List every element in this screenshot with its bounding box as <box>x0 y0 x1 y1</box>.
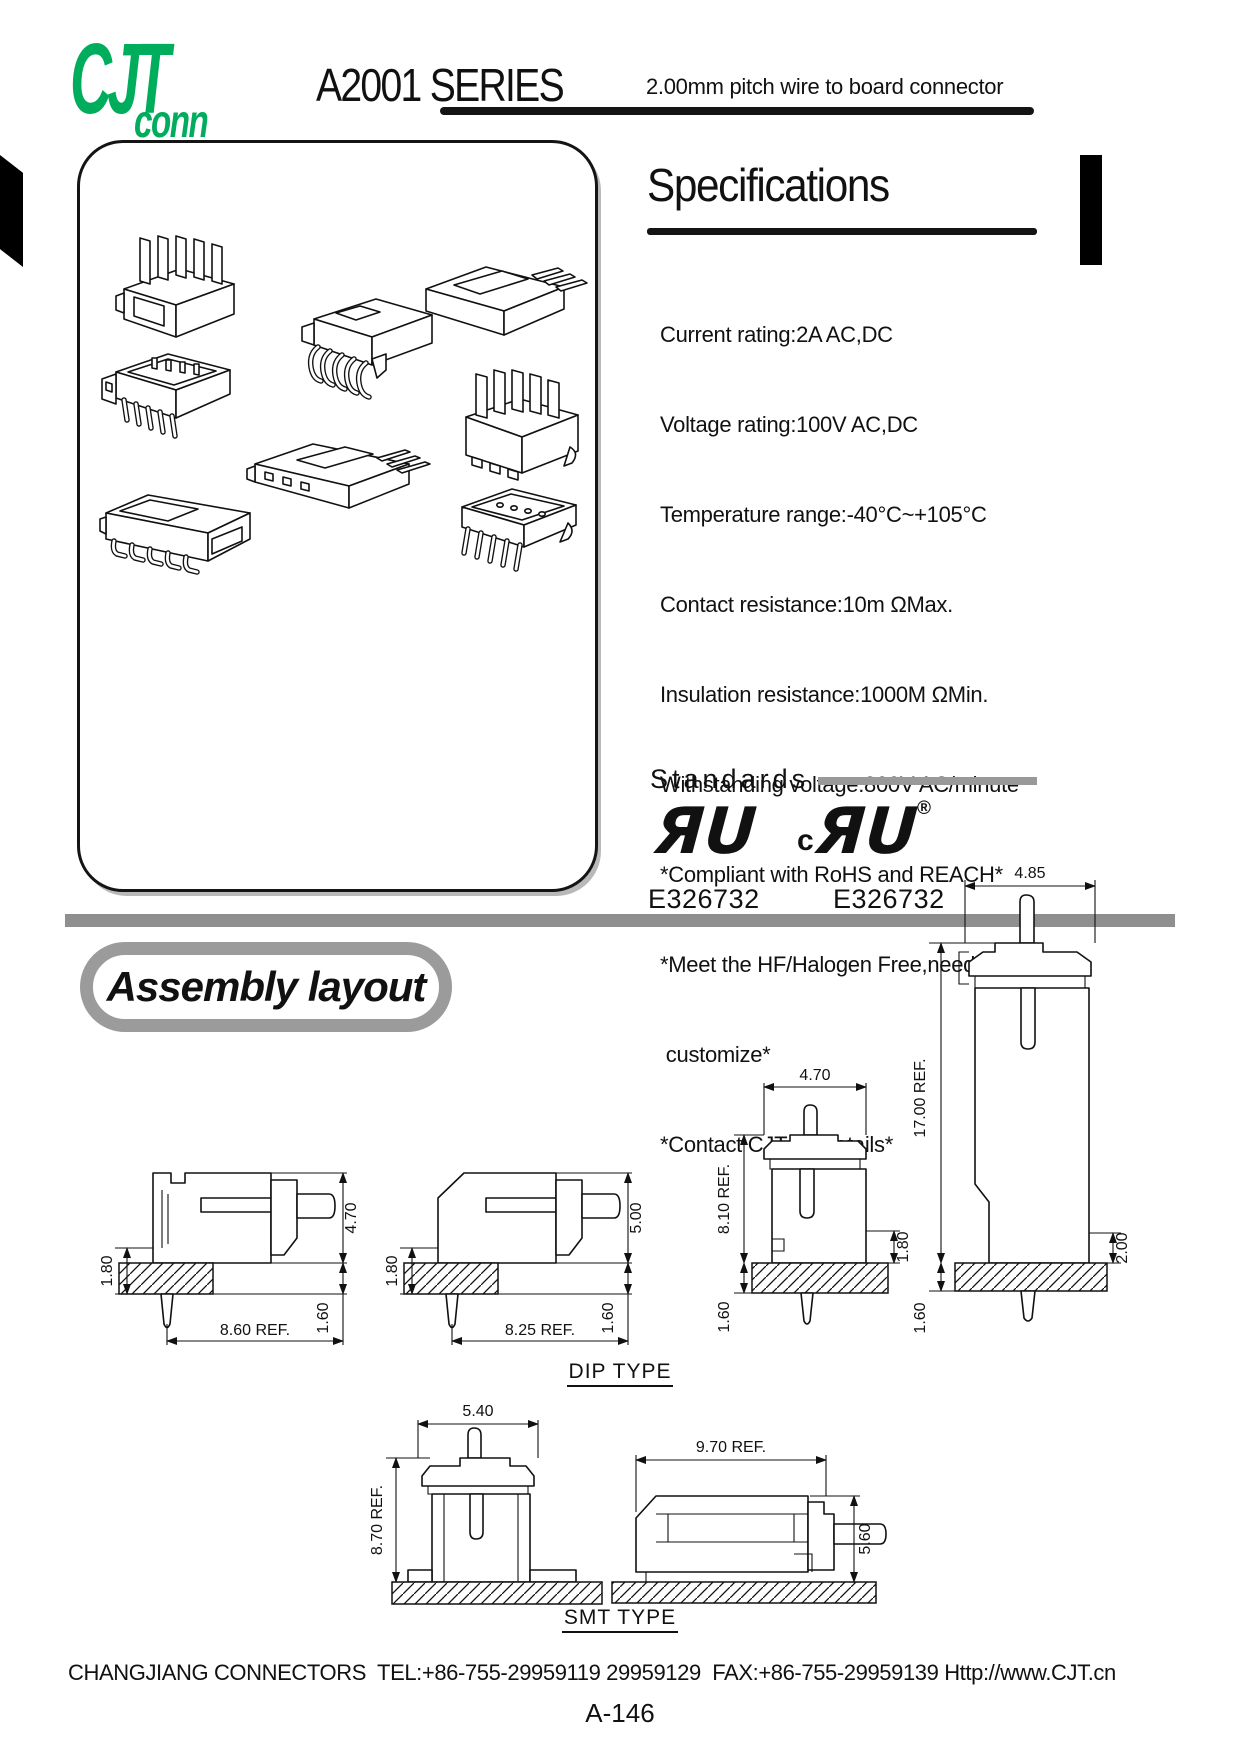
spec-line: Insulation resistance:1000M ΩMin. <box>660 682 989 707</box>
cul-recognized-mark-icon: c ЯU ® <box>797 795 931 869</box>
header-rule <box>440 107 1034 115</box>
dim-label: 1.80 <box>895 1231 912 1262</box>
dim-label: 5.00 <box>628 1202 645 1233</box>
spec-line: Current rating:2A AC,DC <box>660 322 893 347</box>
smt-type-text: SMT TYPE <box>561 1606 679 1633</box>
drawing-dip-1: 1.80 4.70 1.60 8.60 REF. <box>99 1172 360 1345</box>
dim-label: 8.10 REF. <box>716 1164 733 1234</box>
dim-label: 1.60 <box>912 1302 929 1333</box>
dim-label: 17.00 REF. <box>912 1058 929 1137</box>
dip-type-text: DIP TYPE <box>566 1360 674 1387</box>
spec-line: customize* <box>660 1042 771 1067</box>
drawing-smt-2: 9.70 REF. 5.60 <box>611 1439 887 1604</box>
assembly-layout-title: Assembly layout <box>106 963 427 1010</box>
standards-title: Standards <box>650 764 810 794</box>
product-image-box <box>77 140 598 892</box>
dim-label: 5.60 <box>857 1523 874 1554</box>
standards-rule <box>818 777 1037 785</box>
dim-label: 5.40 <box>462 1403 493 1420</box>
dim-label: 9.70 REF. <box>696 1439 766 1456</box>
spec-line: *Compliant with RoHS and REACH* <box>660 862 1003 887</box>
spec-line: Voltage rating:100V AC,DC <box>660 412 918 437</box>
ul-c-prefix: c <box>797 824 814 857</box>
connector-art-7 <box>99 494 251 575</box>
connector-art-8 <box>461 488 577 572</box>
drawing-smt-1: 5.40 8.70 REF. <box>370 1403 603 1605</box>
smt-type-label: SMT TYPE <box>540 1606 700 1633</box>
connector-art-2 <box>301 298 433 400</box>
page-subtitle: 2.00mm pitch wire to board connector <box>646 74 1004 99</box>
connector-art-4 <box>101 353 231 439</box>
drawing-dip-2: 1.80 5.00 1.60 8.25 REF. <box>384 1172 645 1345</box>
assembly-layout-banner: Assembly layout <box>80 942 452 1032</box>
right-edge-tab <box>1080 155 1102 265</box>
specifications-rule <box>647 228 1037 235</box>
connector-illustrations <box>99 235 588 575</box>
dim-label: 2.00 <box>1114 1232 1131 1263</box>
page-title: A2001 SERIES <box>316 59 565 111</box>
connector-art-5 <box>465 369 579 481</box>
connector-art-1 <box>115 235 235 338</box>
dim-label: 1.80 <box>99 1255 116 1286</box>
ul-cert-number-right: E326732 <box>833 884 945 914</box>
dim-label: 8.70 REF. <box>370 1485 386 1555</box>
dim-label: 4.70 <box>343 1202 360 1233</box>
spec-line: Temperature range:-40°C~+105°C <box>660 502 987 527</box>
ul-cert-number-left: E326732 <box>648 884 760 914</box>
dim-label: 4.70 <box>799 1067 830 1084</box>
dim-label: 1.60 <box>716 1301 733 1332</box>
connector-art-3 <box>425 266 588 336</box>
dim-label: 1.80 <box>384 1255 401 1286</box>
ul-recognized-mark-icon: ЯU <box>652 795 759 869</box>
drawing-dip-4: 4.85 17.00 REF. 1.60 2.00 <box>912 865 1131 1334</box>
registered-symbol: ® <box>916 798 931 819</box>
left-edge-tab <box>0 155 23 267</box>
dim-label: 1.60 <box>315 1302 332 1333</box>
dim-label: 4.85 <box>1014 865 1045 882</box>
ul-mark-glyph: ЯU <box>652 795 759 869</box>
section-separator <box>65 914 1175 927</box>
spec-line: Contact resistance:10m ΩMax. <box>660 592 953 617</box>
dim-label: 8.60 REF. <box>220 1322 290 1339</box>
specifications-title: Specifications <box>647 159 890 211</box>
dip-type-label: DIP TYPE <box>540 1360 700 1387</box>
page-number: A-146 <box>585 1698 655 1728</box>
logo-cjt-text: CJT <box>70 23 170 135</box>
drawing-dip-3: 4.70 8.10 REF. 1.60 1.80 <box>716 1067 912 1333</box>
connector-art-6 <box>246 443 431 509</box>
logo-conn-text: conn <box>134 95 209 147</box>
dim-label: 8.25 REF. <box>505 1322 575 1339</box>
brand-logo: CJT conn <box>70 23 320 148</box>
footer-contact-line: CHANGJIANG CONNECTORS TEL:+86-755-299591… <box>68 1660 1116 1685</box>
dim-label: 1.60 <box>600 1302 617 1333</box>
